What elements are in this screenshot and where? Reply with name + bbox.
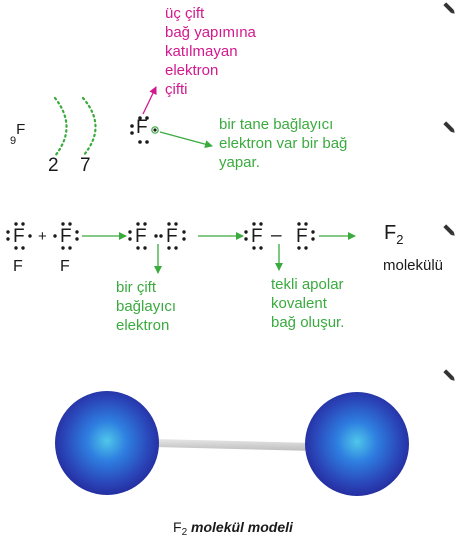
lewis-f-electrons [130, 116, 149, 144]
shell-arc-2 [81, 96, 97, 158]
lone-pair-arrow [142, 86, 157, 115]
product-subscript: 2 [396, 232, 404, 247]
atom-sphere-left [55, 391, 159, 495]
lone-pairs-annotation: üç çift bağ yapımına katılmayan elektron… [165, 4, 256, 99]
covalent-bond-annotation: tekli apolar kovalent bağ oluşur. [271, 275, 344, 332]
product-label: molekülü [383, 257, 444, 274]
lone-pairs-line-2: bağ yapımına [165, 24, 256, 41]
structural-f-left: F [251, 226, 263, 247]
bonding-pair-annotation: bir çift bağlayıcı elektron [116, 278, 176, 335]
bond-stick [155, 439, 315, 451]
covalent-line-2: kovalent [271, 295, 327, 312]
bonding-pair-line-3: elektron [116, 317, 170, 334]
product-symbol: F [384, 222, 397, 244]
f2-structural-electrons [244, 222, 315, 250]
lewis-f-reactant-1: F [13, 226, 25, 247]
model-caption: F2 molekül modeli [173, 519, 293, 538]
reactant-label-2: F [60, 258, 70, 275]
pencil-icon [443, 2, 455, 14]
atomic-number: 9 [10, 135, 17, 147]
covalent-line-1: tekli apolar [271, 276, 344, 293]
shell-count-1: 2 [48, 155, 59, 176]
lewis-f-atom: F [136, 117, 148, 138]
bonding-electron-line-1: bir tane bağlayıcı [219, 116, 334, 133]
structural-f-right: F [296, 226, 308, 247]
shell-count-2: 7 [80, 155, 91, 176]
lone-pairs-line-3: katılmayan [165, 43, 238, 60]
bonding-electron [153, 128, 157, 132]
bonding-pair-line-2: bağlayıcı [116, 298, 177, 315]
reactant-2-electrons [53, 222, 79, 250]
lone-pairs-line-5: çifti [165, 81, 188, 98]
caption-symbol: F [173, 519, 182, 535]
reactant-label-1: F [13, 258, 23, 275]
atom-sphere-right [305, 392, 409, 496]
pencil-icon [443, 121, 455, 133]
lone-pairs-line-1: üç çift [165, 5, 205, 22]
lewis-f2-left-atom: F [135, 226, 147, 247]
pencil-icon [443, 224, 455, 236]
bonding-electron-highlight [151, 126, 159, 134]
bonding-electron-arrow [159, 131, 213, 149]
reactant-1-electrons [6, 222, 32, 250]
atom-symbol: F [16, 121, 26, 138]
single-bond-dash: – [271, 225, 282, 246]
lewis-f2-right-atom: F [166, 226, 178, 247]
pencil-icon [443, 369, 455, 381]
shell-arc-1 [53, 96, 68, 158]
plus-sign: + [38, 228, 47, 245]
covalent-line-3: bağ oluşur. [271, 314, 345, 331]
product-formula: F2 [384, 222, 404, 247]
f2-lewis-electrons [128, 222, 186, 250]
bonding-pair-line-1: bir çift [116, 279, 157, 296]
bonding-electron-annotation: bir tane bağlayıcı elektron var bir bağ … [219, 115, 347, 172]
caption-text: molekül modeli [191, 519, 293, 535]
atom-notation: 9F [10, 121, 26, 147]
lewis-f-reactant-2: F [60, 226, 72, 247]
bonding-electron-line-2: elektron var bir bağ [219, 135, 348, 152]
caption-subscript: 2 [181, 527, 188, 538]
bonding-electron-line-3: yapar. [219, 154, 260, 171]
lone-pairs-line-4: elektron [165, 62, 219, 79]
